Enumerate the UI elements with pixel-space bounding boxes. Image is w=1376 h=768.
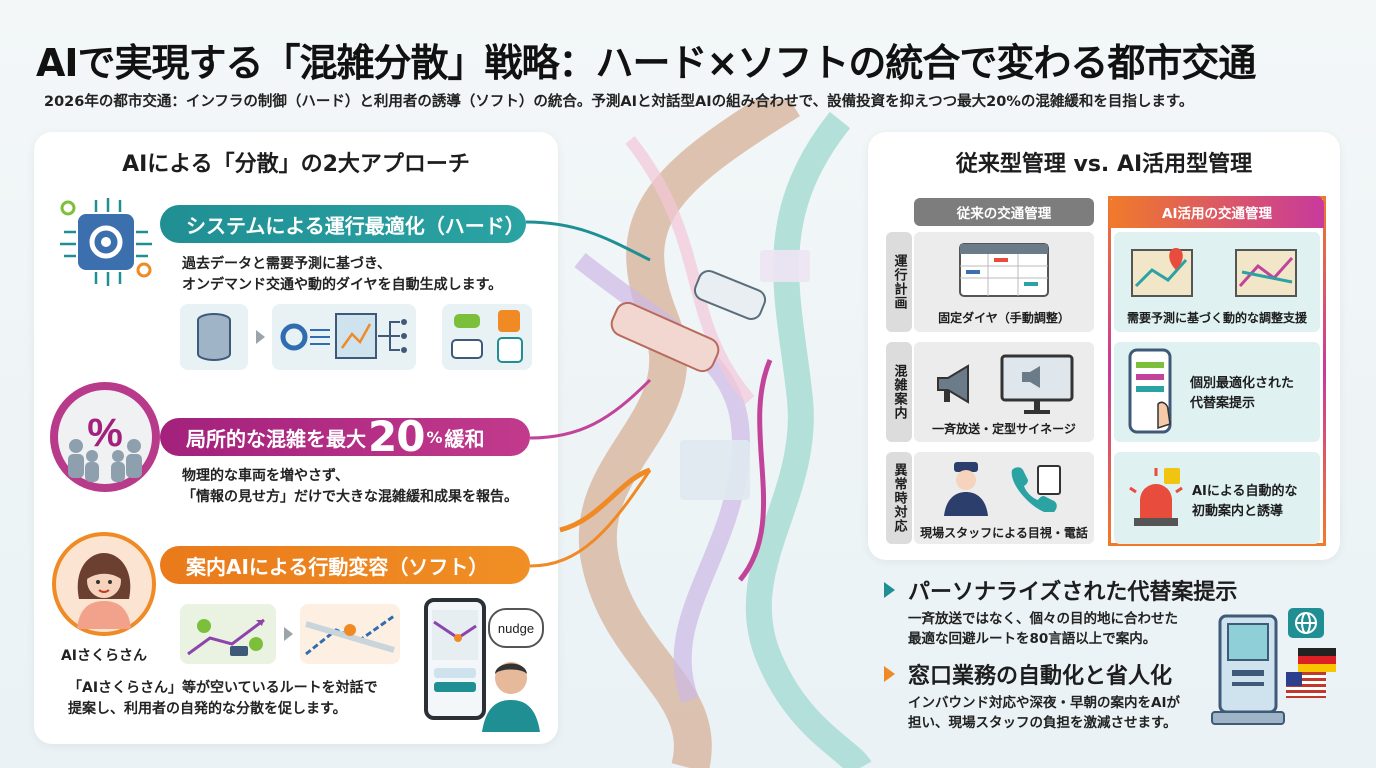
kiosk-icon: [1210, 612, 1290, 736]
ai-incident-caption-1: AIによる自動的な: [1192, 484, 1298, 499]
soft-approach-banner: 案内AIによる行動変容（ソフト）: [160, 546, 530, 584]
flag-de-icon: [1298, 648, 1336, 676]
feature-2-desc-2: 担い、現場スタッフの負担を激減させます。: [908, 715, 1177, 731]
ai-column-header: AI活用の交通管理: [1110, 196, 1324, 228]
soft-approach-desc-1: 「AIさくらさん」等が空いているルートを対話で: [68, 680, 378, 696]
old-incident-cell: [914, 452, 1094, 544]
soft-approach-desc-2: 提案し、利用者の自発的な分散を促します。: [68, 701, 347, 717]
arrow-right-icon-2: [284, 627, 293, 641]
map-pin-icon: [1128, 242, 1308, 304]
process-icon: [272, 304, 416, 370]
ai-planning-caption: 需要予測に基づく動的な調整支援: [1126, 311, 1307, 325]
triangle-bullet-icon-1: [884, 582, 895, 598]
old-guidance-caption: 一斉放送・定型サイネージ: [932, 422, 1076, 436]
hard-approach-desc-1: 過去データと需要予測に基づき、: [182, 256, 392, 272]
row-label-guidance: 混雑案内: [886, 342, 912, 442]
map-icon: [180, 604, 276, 664]
relief-desc-2: 「情報の見せ方」だけで大きな混雑緩和成果を報告。: [182, 489, 518, 505]
arrow-right-icon: [256, 330, 265, 344]
person-icon: [478, 652, 544, 732]
avatar-icon: [52, 532, 156, 636]
database-icon: [180, 304, 248, 370]
flag-us-icon: [1286, 672, 1326, 702]
timetable-icon: [958, 242, 1050, 302]
phone-icon: [1006, 462, 1064, 516]
route-map-icon: [300, 604, 400, 664]
nudge-bubble: nudge: [488, 608, 544, 648]
row-label-planning: 運行計画: [886, 232, 912, 332]
relief-banner-suffix: 緩和: [444, 426, 485, 451]
signage-icon: [1000, 354, 1074, 420]
nudge-text: nudge: [497, 620, 535, 636]
megaphone-icon: [934, 362, 980, 410]
old-incident-caption: 現場スタッフによる目視・電話: [920, 526, 1088, 540]
train-icon: [610, 269, 767, 373]
staff-icon: [940, 460, 992, 520]
old-planning-caption: 固定ダイヤ（手動調整）: [938, 311, 1070, 325]
avatar-name: AIさくらさん: [60, 648, 148, 664]
phone-map-icon: [424, 598, 486, 720]
triangle-bullet-icon-2: [884, 666, 895, 682]
vehicles-icon: [442, 304, 532, 370]
gear-chip-icon: [56, 192, 156, 292]
relief-desc-1: 物理的な車両を増やさず、: [182, 468, 350, 484]
svg-text:%: %: [87, 411, 123, 455]
ai-guidance-caption-1: 個別最適化された: [1190, 376, 1295, 391]
feature-1-heading: パーソナライズされた代替案提示: [908, 580, 1238, 605]
hard-approach-desc-2: オンデマンド交通や動的ダイヤを自動生成します。: [182, 277, 503, 293]
page-title: AIで実現する「混雑分散」戦略：ハード×ソフトの統合で変わる都市交通: [36, 41, 1256, 85]
relief-banner-unit: %: [426, 427, 443, 447]
relief-banner-number: 20: [368, 412, 425, 461]
row-label-incident: 異常時対応: [886, 452, 912, 544]
crowd-percent-icon: %: [50, 382, 160, 492]
feature-2-heading: 窓口業務の自動化と省人化: [908, 664, 1173, 689]
page-subtitle: 2026年の都市交通：インフラの制御（ハード）と利用者の誘導（ソフト）の統合。予…: [44, 94, 1194, 110]
relief-banner-prefix: 局所的な混雑を最大: [186, 426, 366, 451]
feature-1-desc-1: 一斉放送ではなく、個々の目的地に合わせた: [908, 611, 1178, 627]
ai-incident-caption-2: 初動案内と誘導: [1192, 504, 1284, 519]
comparison-title: 従来型管理 vs. AI活用型管理: [955, 152, 1253, 177]
ai-guidance-caption-2: 代替案提示: [1190, 396, 1256, 411]
alarm-light-icon: [1126, 466, 1186, 532]
old-column-header: 従来の交通管理: [914, 198, 1094, 226]
connector-lines: [525, 220, 652, 568]
approaches-title: AIによる「分散」の2大アプローチ: [122, 152, 470, 177]
city-transit-illustration: [559, 100, 872, 768]
feature-2-desc-1: インバウンド対応や深夜・早朝の案内をAIが: [908, 695, 1180, 711]
feature-1-desc-2: 最適な回避ルートを80言語以上で案内。: [908, 631, 1157, 647]
relief-banner: 局所的な混雑を最大 20 % 緩和: [160, 412, 530, 461]
hard-approach-banner: システムによる運行最適化（ハード）: [160, 205, 526, 243]
smartphone-tap-icon: [1126, 348, 1182, 440]
globe-icon: [1286, 606, 1326, 650]
